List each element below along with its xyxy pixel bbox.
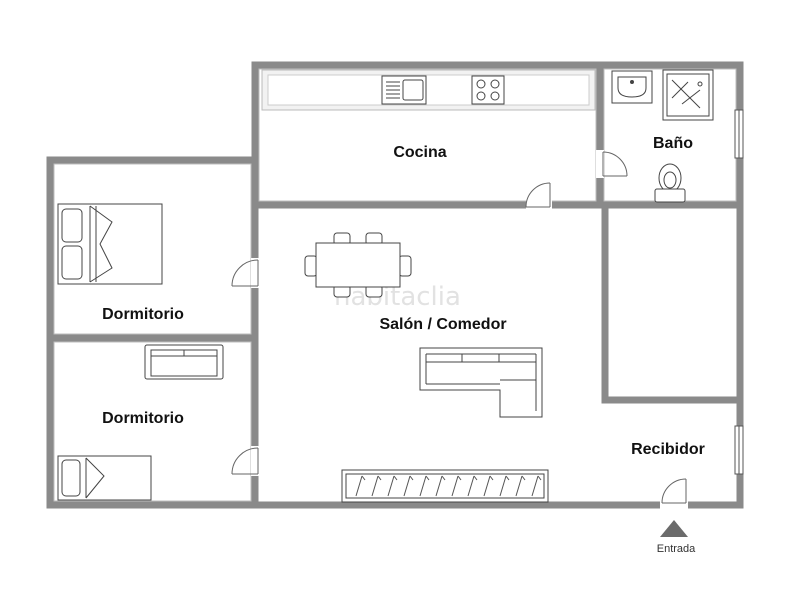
sideboard-hatching xyxy=(355,475,542,497)
door-dormitorio-1 xyxy=(231,259,259,287)
room-label-salon-comedor: Salón / Comedor xyxy=(379,316,506,333)
double-bed-icon xyxy=(57,203,163,285)
room-label-bano: Baño xyxy=(653,135,693,152)
hatch-hook xyxy=(409,475,414,481)
room-label-recibidor: Recibidor xyxy=(631,441,705,458)
door-entrada xyxy=(661,478,687,504)
room-label-cocina: Cocina xyxy=(393,144,446,161)
hatch-line xyxy=(499,475,507,497)
hatch-line xyxy=(387,475,395,497)
hatch-hook xyxy=(425,475,430,481)
hatch-line xyxy=(467,475,475,497)
hatch-line xyxy=(451,475,459,497)
hatch-hook xyxy=(361,475,366,481)
hatch-line xyxy=(371,475,379,497)
hatch-hook xyxy=(537,475,542,481)
hatch-line xyxy=(531,475,539,497)
hatch-line xyxy=(403,475,411,497)
hatch-hook xyxy=(441,475,446,481)
toilet-icon xyxy=(654,163,686,203)
bedroom-sofa-icon xyxy=(144,344,224,380)
hatch-hook xyxy=(393,475,398,481)
bathroom-fixtures xyxy=(611,69,714,203)
dining-table-icon xyxy=(304,232,412,298)
cooktop-icon xyxy=(471,75,505,105)
walls-inner xyxy=(53,68,737,502)
kitchen-sink-icon xyxy=(381,75,427,105)
hatch-hook xyxy=(457,475,462,481)
shower-icon xyxy=(662,69,714,121)
hatch-line xyxy=(435,475,443,497)
hatch-line xyxy=(419,475,427,497)
door-bano xyxy=(602,151,628,177)
doors xyxy=(231,151,687,504)
door-cocina xyxy=(525,182,551,208)
entrance-label: Entrada xyxy=(657,543,696,555)
kitchen-counter xyxy=(261,69,596,111)
washbasin-icon xyxy=(611,70,653,104)
entrance-arrow-icon xyxy=(660,520,688,537)
hatch-hook xyxy=(505,475,510,481)
windows xyxy=(734,109,744,475)
door-dormitorio-2 xyxy=(231,447,259,475)
l-sofa-icon xyxy=(419,347,543,418)
door-gaps xyxy=(251,150,688,510)
room-label-dormitorio-1: Dormitorio xyxy=(102,306,184,323)
hatch-line xyxy=(355,475,363,497)
hatch-hook xyxy=(489,475,494,481)
hatch-hook xyxy=(377,475,382,481)
hatch-line xyxy=(515,475,523,497)
room-label-dormitorio-2: Dormitorio xyxy=(102,410,184,427)
sideboard-icon xyxy=(341,469,549,503)
single-bed-icon xyxy=(57,455,152,501)
hatch-line xyxy=(483,475,491,497)
hatch-hook xyxy=(473,475,478,481)
hatch-hook xyxy=(521,475,526,481)
